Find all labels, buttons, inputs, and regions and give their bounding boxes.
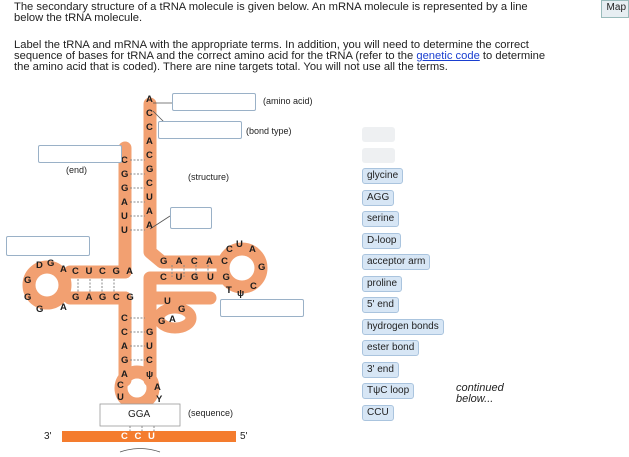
base: A <box>146 220 153 231</box>
instruction-line-1: The secondary structure of a tRNA molecu… <box>14 1 528 13</box>
drop-target-bond-type[interactable] <box>158 121 242 139</box>
instruction-line-4b: to determine <box>482 50 546 62</box>
term-chip[interactable]: glycine <box>362 168 404 184</box>
codon-sequence: C C U <box>121 431 157 442</box>
instruction-line-3: Label the tRNA and mRNA with the appropr… <box>14 39 529 51</box>
base: U <box>146 192 153 203</box>
t-loop-base: T <box>226 285 232 296</box>
variable-loop-base: G <box>178 304 186 315</box>
three-prime-label: 3' <box>44 431 52 442</box>
genetic-code-link[interactable]: genetic code <box>416 50 480 62</box>
base: C <box>121 313 128 324</box>
bond-type-label: (bond type) <box>246 126 292 136</box>
t-loop-base: C <box>250 281 257 292</box>
t-loop-base: U <box>236 239 243 250</box>
base: A <box>121 341 128 352</box>
term-chip[interactable]: TψC loop <box>362 383 415 399</box>
base: C <box>121 155 128 166</box>
anticodon-loop-base: A <box>154 382 161 393</box>
sequence-label: (sequence) <box>188 408 234 418</box>
variable-loop-base: A <box>169 314 176 325</box>
instruction-line-5: the amino acid that is coded). There are… <box>14 61 448 73</box>
acceptor-3-end: A C C A C G C U A A <box>146 93 153 233</box>
term-chip[interactable]: 5' end <box>362 297 399 313</box>
term-chip[interactable]: serine <box>362 211 400 227</box>
base: G <box>121 355 129 366</box>
d-loop-base: G <box>47 258 55 269</box>
base: ψ <box>146 369 154 380</box>
base: A <box>121 197 128 208</box>
t-loop-base: G <box>258 262 266 273</box>
continued-note: continued below... <box>456 382 504 405</box>
base: G <box>146 164 154 175</box>
base: C <box>146 122 153 133</box>
acceptor-5-strand: C G G A U U <box>121 154 128 238</box>
anticodon-sequence: GGA <box>128 409 151 420</box>
t-loop-base: A <box>249 244 256 255</box>
d-arm-top: C U C G A <box>72 266 136 277</box>
drop-target-structure-left[interactable] <box>6 236 90 256</box>
base: G <box>121 183 129 194</box>
drop-target-end[interactable] <box>38 145 122 163</box>
instruction-line-4a: sequence of bases for tRNA and the corre… <box>14 50 414 62</box>
empty-bank-slot <box>362 127 395 142</box>
t-arm-top: G A C A C <box>160 256 231 267</box>
base: C <box>121 327 128 338</box>
variable-loop-base: U <box>164 296 171 307</box>
d-loop-base: A <box>60 302 67 313</box>
d-loop-base: G <box>36 304 44 315</box>
base: C <box>146 355 153 366</box>
d-loop-base: G <box>24 292 32 303</box>
d-loop-base: A <box>60 264 67 275</box>
t-arm-bottom: C U G U G <box>160 272 233 283</box>
d-loop-base: G <box>24 275 32 286</box>
anticodon-stem-left: C C A G A <box>121 312 128 382</box>
empty-bank-slot <box>362 148 395 163</box>
drop-target-amino-acid[interactable] <box>172 93 256 111</box>
term-chip[interactable]: proline <box>362 276 403 292</box>
term-chip[interactable]: 3' end <box>362 362 399 378</box>
term-chip[interactable]: CCU <box>362 405 394 421</box>
base: U <box>121 225 128 236</box>
variable-loop-base: G <box>158 316 166 327</box>
d-arm-bottom: G A G C G <box>72 292 136 303</box>
base: G <box>121 169 129 180</box>
base: A <box>121 369 128 380</box>
term-chip[interactable]: AGG <box>362 190 395 206</box>
term-chip[interactable]: ester bond <box>362 340 420 356</box>
base: A <box>146 94 153 105</box>
amino-acid-label: (amino acid) <box>263 96 313 106</box>
d-loop-base: D <box>36 260 43 271</box>
instruction-line-2: below the tRNA molecule. <box>14 12 143 24</box>
t-loop-base: C <box>226 244 233 255</box>
anticodon-loop-base: U <box>117 392 124 403</box>
term-chip[interactable]: D-loop <box>362 233 402 249</box>
anticodon-stem-right: G U C ψ <box>146 326 153 382</box>
anticodon-loop-base: C <box>117 380 124 391</box>
base: U <box>146 341 153 352</box>
drop-target-structure-right[interactable] <box>220 299 304 317</box>
t-loop-base: ψ <box>237 288 245 299</box>
term-chip[interactable]: acceptor arm <box>362 254 431 270</box>
structure-label: (structure) <box>188 172 230 182</box>
end-label: (end) <box>66 165 88 175</box>
instruction-line-4: sequence of bases for tRNA and the corre… <box>14 50 546 63</box>
drop-target-base[interactable] <box>170 207 212 229</box>
base: C <box>146 108 153 119</box>
term-chip[interactable]: hydrogen bonds <box>362 319 444 335</box>
base: A <box>146 206 153 217</box>
anticodon-loop-base: Y <box>156 394 163 405</box>
base: A <box>146 136 153 147</box>
base: C <box>146 150 153 161</box>
base: G <box>146 327 154 338</box>
base: C <box>146 178 153 189</box>
base: U <box>121 211 128 222</box>
five-prime-label: 5' <box>240 431 248 442</box>
